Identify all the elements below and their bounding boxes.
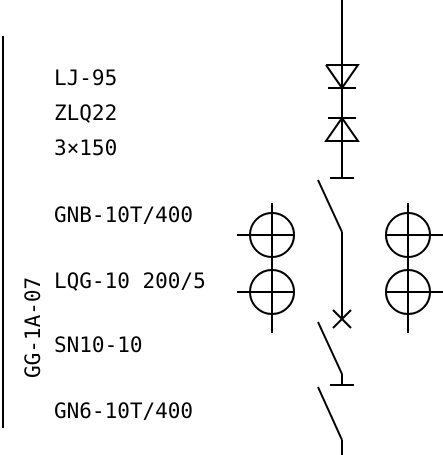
disconnector-bottom-label: GN6-10T/400 [54,399,193,423]
cable-head-triangle-lower [324,117,360,142]
disconnector-bottom-blade [317,386,343,441]
disconnector-top-blade [317,179,343,233]
circuit-breaker-blade [317,321,343,375]
panel-id-label: GG-1A-07 [21,277,45,378]
circuit-breaker-label: SN10-10 [54,333,143,357]
cable-label-1: LJ-95 [54,66,117,90]
disconnector-top-label: GNB-10T/400 [54,203,193,227]
cable-label-2: ZLQ22 [54,101,117,125]
current-transformer-label: LQG-10 200/5 [54,269,206,293]
cable-head-triangle-upper [325,64,360,90]
breaker-x-mark-b [332,309,352,329]
cable-label-3: 3×150 [54,136,117,160]
